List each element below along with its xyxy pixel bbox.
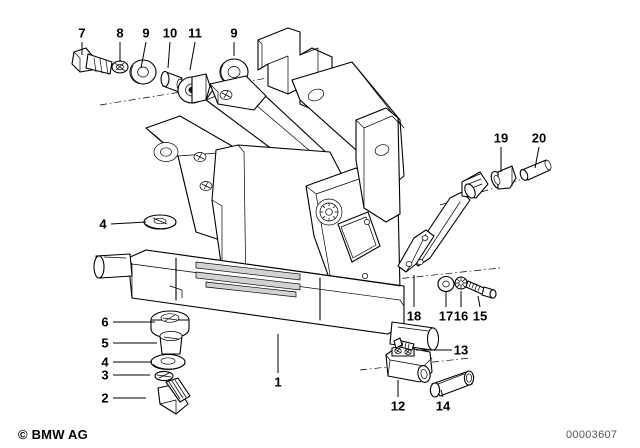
part-13-screw <box>393 337 415 351</box>
callout-number-9a: 9 <box>142 25 150 41</box>
leader-line-9a <box>140 41 147 69</box>
part-8-lockwasher <box>111 60 129 74</box>
copyright-notice: © BMW AG <box>18 427 88 442</box>
part-5-spacer <box>159 331 183 355</box>
callout-number-7: 7 <box>78 25 86 41</box>
right-rear-frame-panel <box>355 107 401 223</box>
callout-number-19: 19 <box>493 130 509 146</box>
callout-number-17: 17 <box>438 308 454 324</box>
part-17-washer <box>437 275 455 293</box>
part-16-lockwasher <box>454 276 468 290</box>
hardware-row-top <box>71 47 267 111</box>
part-7-bolt <box>71 47 113 75</box>
serration-ticks <box>319 202 339 222</box>
part-11-rubber-mount <box>177 73 211 104</box>
drawing-number: 00003607 <box>566 429 618 441</box>
part-3-lockwasher <box>154 370 174 382</box>
callout-number-1: 1 <box>274 374 282 390</box>
callout-number-5: 5 <box>101 335 109 351</box>
leader-line-15 <box>477 295 481 308</box>
callout-number-20: 20 <box>531 130 547 146</box>
callout-number-14: 14 <box>435 398 451 414</box>
part-4-washer-lower <box>150 353 186 371</box>
callout-number-10: 10 <box>162 25 178 41</box>
part-2-bolt <box>157 377 191 415</box>
part-15-screw <box>465 280 497 299</box>
callout-number-6: 6 <box>101 314 109 330</box>
callout-number-15: 15 <box>472 308 488 324</box>
leader-line-10 <box>167 41 171 69</box>
part-4-washer-upper <box>143 214 177 230</box>
callout-number-4b: 4 <box>101 354 109 370</box>
part-19-nut <box>490 165 517 190</box>
leader-line-11 <box>189 41 196 71</box>
leader-line-14 <box>440 389 444 398</box>
fastener-stack-left <box>150 310 191 415</box>
callout-number-2: 2 <box>101 390 109 406</box>
leader-line-4a <box>110 221 147 225</box>
callout-number-13: 13 <box>453 342 469 358</box>
leader-line-20 <box>534 146 540 169</box>
part-12-clamp <box>385 344 433 383</box>
callout-number-9b: 9 <box>230 25 238 41</box>
callout-leader-lines <box>81 41 540 399</box>
part-9-washer-a <box>129 59 157 85</box>
callout-number-12: 12 <box>390 398 406 414</box>
mount-ear <box>209 75 267 111</box>
callout-number-18: 18 <box>406 308 422 324</box>
callout-number-3: 3 <box>101 367 109 383</box>
callout-number-4a: 4 <box>99 216 107 232</box>
callout-number-11: 11 <box>188 25 202 41</box>
part-14-tube <box>429 370 475 398</box>
callout-number-8: 8 <box>116 25 124 41</box>
callout-number-16: 16 <box>453 308 469 324</box>
part-20-sleeve <box>519 159 552 181</box>
part-18-link-plate <box>397 229 435 273</box>
